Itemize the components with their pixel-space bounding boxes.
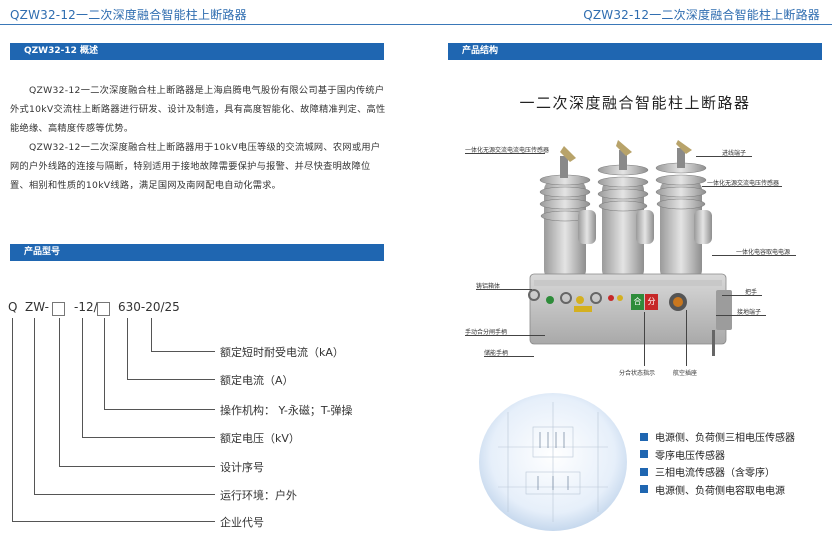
callout-current-voltage-sensor: 一体化无源交流电流电压传感器 [465,147,550,154]
tree-line-current [127,318,128,380]
indicator-closed: 合 [631,294,644,310]
callout-status-indicator: 分合状态指示 [619,370,656,377]
callout-energy-handle: 储能手柄 [484,350,509,357]
model-box-design [52,302,65,316]
callout-line-2 [702,186,782,187]
model-label-short-time-current: 额定短时耐受电流（kA） [220,346,344,359]
tree-h-mechanism [104,409,215,410]
callout-capacitor-power: 一体化电容取电电源 [736,249,791,256]
tree-line-zw [34,318,35,495]
tree-h-design [59,466,215,467]
callout-line-0 [465,153,545,154]
tree-h-voltage [82,437,215,438]
tree-line-voltage [82,318,83,438]
callout-ground-terminal: 接地端子 [737,309,762,316]
legend-text: 零序电压传感器 [655,450,725,462]
callout-voltage-sensor: 一体化无源交流电压传感器 [707,180,780,187]
model-code-q: Q [8,300,18,314]
tree-h-current [127,379,215,380]
callout-line-1 [696,156,752,157]
legend-text: 三相电流传感器（含零序） [655,468,775,480]
model-label-rated-current: 额定电流（A） [220,374,294,387]
section-bar-model: 产品型号 [10,244,384,261]
callout-manual-handle: 手动合分闸手柄 [465,329,508,336]
legend-item-capacitor-power: 电源侧、负荷侧电容取电电源 [640,481,795,499]
indicator-open: 分 [645,294,658,310]
section-bar-overview: QZW32-12 概述 [10,43,384,60]
insulator-right [655,140,712,280]
legend-item-zero-seq-voltage: 零序电压传感器 [640,446,795,464]
tree-h-short [151,351,215,352]
callout-aluminum-box: 铸铝箱体 [476,283,501,290]
legend-square-icon [640,467,648,476]
legend-item-voltage-sensors: 电源侧、负荷侧三相电压传感器 [640,428,795,446]
model-label-rated-voltage: 额定电压（kV） [220,432,300,445]
legend-square-icon [640,432,648,441]
header-left-title: QZW32-12一二次深度融合智能柱上断路器 [10,8,247,22]
circuit-diagram-disk [479,393,627,531]
model-code-mid: -12/ [74,300,98,314]
callout-aviation-socket: 航空插座 [673,370,698,377]
overview-paragraph-1: QZW32-12一二次深度融合柱上断路器是上海启腾电气股份有限公司基于国内传统户… [10,85,386,134]
callout-incoming-terminal: 进线端子 [722,150,747,157]
product-title: 一二次深度融合智能柱上断路器 [519,94,751,112]
insulator-middle [597,140,654,280]
model-label-environment: 运行环境：户外 [220,489,297,502]
tree-h-q [12,521,215,522]
model-box-mechanism [97,302,110,316]
section-bar-structure: 产品结构 [448,43,822,60]
legend-item-current-sensors: 三相电流传感器（含零序） [640,463,795,481]
model-label-mechanism: 操作机构： Y-永磁；T-弹操 [220,404,353,417]
model-label-company-code: 企业代号 [220,516,264,529]
model-code-zw: ZW- [25,300,49,314]
tree-line-mechanism [104,318,105,410]
model-code-tail: 630-20/25 [118,300,180,314]
breaker-illustration [528,140,732,356]
callout-vline-7 [644,312,645,366]
callout-handle: 把手 [745,289,758,296]
legend-text: 电源侧、负荷侧三相电压传感器 [655,433,795,445]
tree-line-short [151,318,152,352]
legend-text: 电源侧、负荷侧电容取电电源 [655,485,785,497]
legend-square-icon [640,485,648,494]
insulator-left [539,146,596,280]
feature-legend: 电源侧、负荷侧三相电压传感器 零序电压传感器 三相电流传感器（含零序） 电源侧、… [640,428,795,498]
tree-h-zw [34,494,215,495]
model-label-design-no: 设计序号 [220,461,264,474]
callout-line-10 [716,315,766,316]
overview-paragraph-2: QZW32-12一二次深度融合柱上断路器用于10kV电压等级的交流城网、农网或用… [10,142,381,191]
header-rule [0,24,832,25]
legend-square-icon [640,450,648,459]
callout-line-6 [484,356,534,357]
tree-line-q [12,318,13,522]
callout-vline-8 [686,310,687,366]
header-right-title: QZW32-12一二次深度融合智能柱上断路器 [583,8,820,22]
callout-line-4 [476,289,532,290]
callout-line-3 [712,255,796,256]
tree-line-design [59,318,60,467]
callout-line-9 [722,295,762,296]
callout-line-5 [465,335,545,336]
